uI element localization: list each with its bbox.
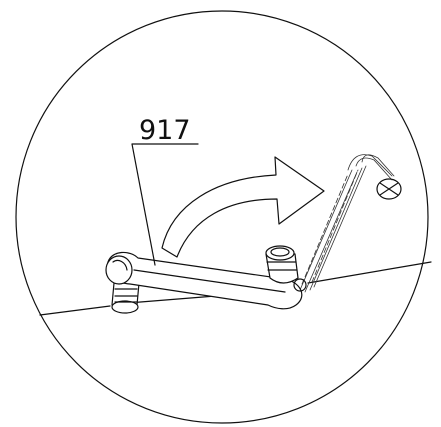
handle-assembly [105,245,307,314]
callout-leader-line [131,143,199,266]
right-pivot-knob [265,245,307,292]
part-number-label: 917 [139,115,191,146]
raised-handle-ghost [299,154,402,293]
rotation-arrow [161,156,325,258]
left-pivot-knob [111,282,140,314]
detail-view-circle [15,10,429,424]
